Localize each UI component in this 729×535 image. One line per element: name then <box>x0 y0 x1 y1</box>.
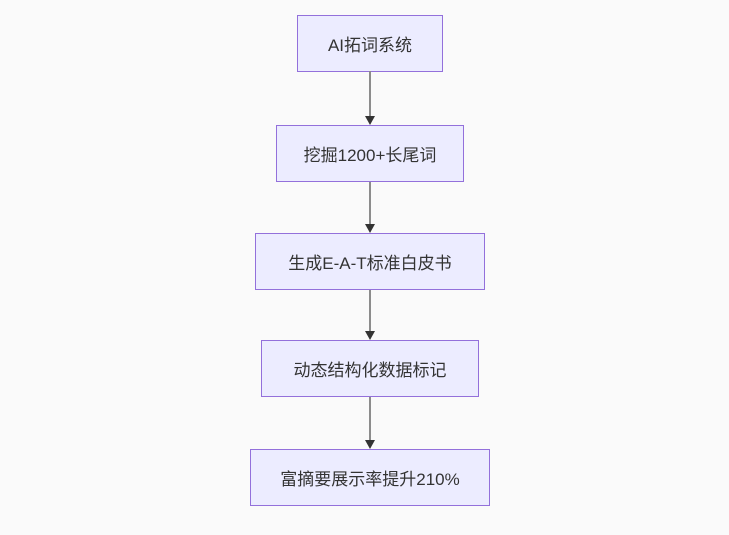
node-rich-snippet-rate-result: 富摘要展示率提升210% <box>250 449 490 506</box>
node-label: 富摘要展示率提升210% <box>280 470 460 489</box>
edge-line <box>369 182 371 226</box>
node-eat-standard-whitepaper: 生成E-A-T标准白皮书 <box>255 233 485 290</box>
edge-arrow-1 <box>364 71 376 125</box>
node-label: 动态结构化数据标记 <box>293 361 447 380</box>
node-dynamic-structured-data-markup: 动态结构化数据标记 <box>261 340 479 397</box>
edge-arrow-3 <box>364 290 376 340</box>
arrow-down-icon <box>365 116 375 125</box>
edge-line <box>369 290 371 333</box>
edge-arrow-2 <box>364 182 376 233</box>
node-label: 挖掘1200+长尾词 <box>303 146 437 165</box>
arrow-down-icon <box>365 331 375 340</box>
edge-line <box>369 71 371 118</box>
node-label: 生成E-A-T标准白皮书 <box>288 254 452 273</box>
arrow-down-icon <box>365 440 375 449</box>
edge-arrow-4 <box>364 397 376 449</box>
node-ai-word-expansion-system: AI拓词系统 <box>297 15 443 72</box>
node-label: AI拓词系统 <box>327 36 413 55</box>
edge-line <box>369 397 371 442</box>
node-longtail-keyword-mining: 挖掘1200+长尾词 <box>276 125 464 182</box>
arrow-down-icon <box>365 224 375 233</box>
